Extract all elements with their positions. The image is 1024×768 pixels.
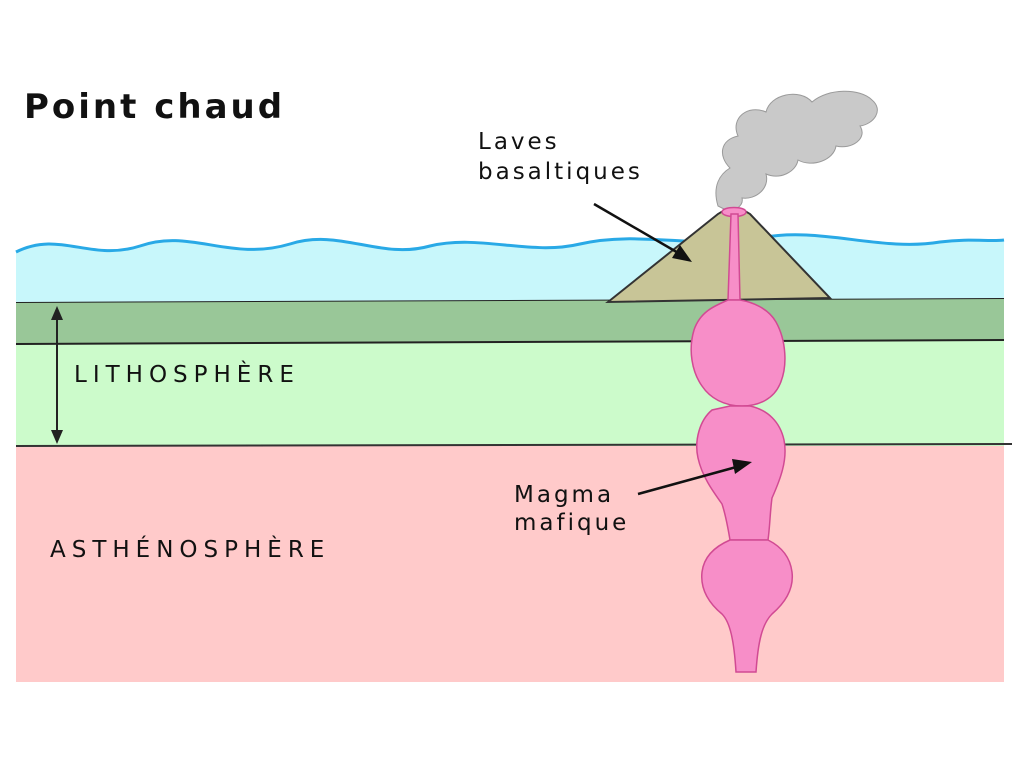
smoke-plume — [715, 90, 878, 211]
lithosphere-layer — [16, 340, 1004, 446]
magma-label-line2: mafique — [514, 510, 629, 536]
diagram-title: Point chaud — [24, 87, 285, 127]
ocean-surface-line — [15, 233, 1005, 254]
lava-label-line2: basaltiques — [478, 159, 643, 185]
crust-bottom-line — [15, 339, 1005, 345]
magma-plume — [690, 206, 794, 673]
lava-label-line1: Laves — [478, 129, 560, 155]
magma-chamber-lower — [701, 539, 794, 673]
asthenosphere-layer — [16, 446, 1004, 682]
volcano-vent — [721, 206, 747, 218]
lava-pointer-arrow — [593, 202, 692, 262]
lithosphere-base-line — [15, 443, 1013, 447]
magma-label-line1: Magma — [514, 482, 614, 508]
magma-conduit — [727, 213, 741, 301]
lithosphere-label: LITHOSPHÈRE — [74, 360, 300, 388]
asthenosphere-label: ASTHÉNOSPHÈRE — [50, 535, 330, 563]
lithosphere-thickness-arrow — [51, 306, 63, 444]
crust-layer — [16, 298, 1004, 344]
magma-chamber-upper — [690, 299, 786, 407]
magma-pointer-arrow — [637, 459, 752, 496]
